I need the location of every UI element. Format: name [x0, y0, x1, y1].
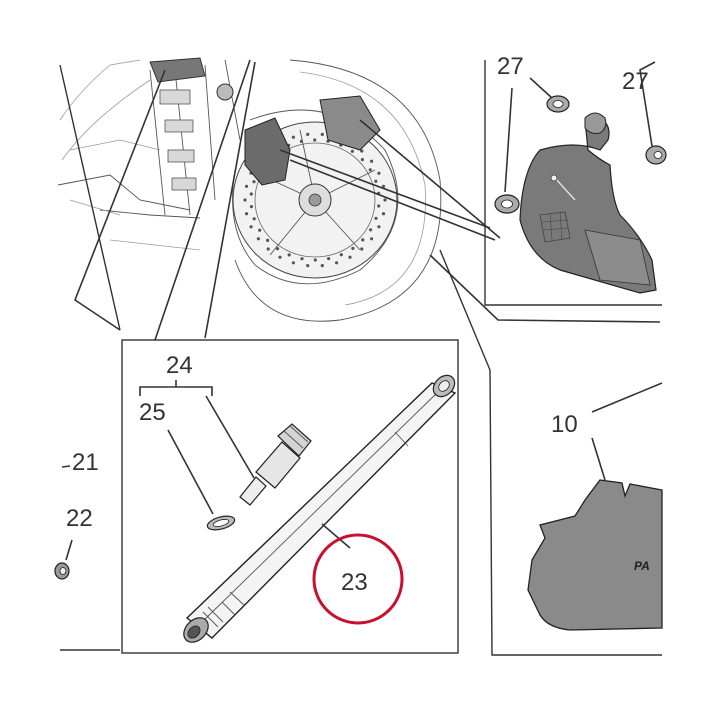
disc-hole	[306, 132, 310, 136]
callout-25: 25	[139, 399, 166, 426]
bracket-24	[139, 386, 213, 396]
disc-hole	[291, 261, 295, 265]
inset-frame-bottom-right	[439, 249, 662, 656]
disc-hole	[370, 159, 374, 163]
motorcycle-front-view	[57, 57, 442, 322]
disc-hole	[350, 149, 354, 153]
disc-hole	[258, 228, 262, 232]
nut-22	[54, 562, 70, 580]
disc-hole	[313, 258, 317, 262]
disc-hole	[383, 198, 387, 202]
callout-24: 24	[166, 352, 193, 379]
disc-hole	[327, 257, 331, 261]
o-ring-25	[206, 515, 236, 531]
disc-hole	[252, 180, 256, 184]
disc-hole	[374, 179, 378, 183]
disc-hole	[361, 238, 365, 242]
disc-hole	[360, 247, 364, 251]
disc-hole	[244, 184, 249, 188]
disc-hole	[351, 246, 355, 250]
washer-27-left	[494, 194, 520, 214]
front-wheel-axle-23	[183, 374, 457, 643]
fender-logo-text: PA	[634, 559, 650, 573]
disc-hole	[368, 168, 372, 172]
disc-hole	[266, 247, 270, 251]
disc-hole	[306, 264, 310, 268]
disc-hole	[249, 205, 253, 209]
disc-hole	[243, 198, 247, 202]
disc-hole	[278, 255, 282, 259]
disc-hole	[377, 204, 381, 208]
disc-hole	[320, 132, 324, 136]
disc-hole	[276, 247, 280, 251]
washer-27-right	[645, 145, 667, 165]
axle-pin-24	[239, 423, 312, 506]
front-fender-10: PA	[527, 479, 663, 631]
disc-hole	[256, 237, 260, 241]
disc-hole	[360, 158, 364, 162]
brake-cooling-duct	[519, 112, 657, 294]
disc-hole	[360, 149, 364, 153]
disc-hole	[374, 216, 378, 220]
disc-hole	[249, 192, 253, 196]
disc-hole	[377, 171, 381, 175]
disc-hole	[244, 212, 249, 216]
disc-hole	[369, 228, 373, 232]
callout-27-right: 27	[622, 68, 649, 95]
disc-hole	[381, 212, 386, 216]
disc-hole	[381, 184, 386, 188]
washer-27-top	[546, 95, 570, 113]
disc-hole	[320, 264, 324, 268]
disc-hole	[313, 138, 317, 142]
disc-hole	[249, 225, 253, 229]
callout-10: 10	[551, 411, 578, 438]
disc-hole	[252, 217, 256, 221]
disc-hole	[339, 253, 343, 257]
disc-hole	[370, 237, 374, 241]
disc-hole	[266, 238, 270, 242]
callout-21: 21	[72, 449, 99, 476]
disc-hole	[348, 255, 352, 259]
disc-hole	[287, 253, 291, 257]
disc-hole	[300, 257, 304, 261]
callout-27-left: 27	[497, 53, 524, 80]
disc-hole	[335, 261, 339, 265]
disc-hole	[377, 225, 381, 229]
axle-kit-frame	[121, 339, 459, 654]
disc-hole	[291, 135, 295, 139]
inset-frame-top-right	[484, 60, 662, 306]
callout-22: 22	[66, 505, 93, 532]
callout-23: 23	[341, 569, 368, 596]
highlight-circle-23	[312, 533, 404, 625]
